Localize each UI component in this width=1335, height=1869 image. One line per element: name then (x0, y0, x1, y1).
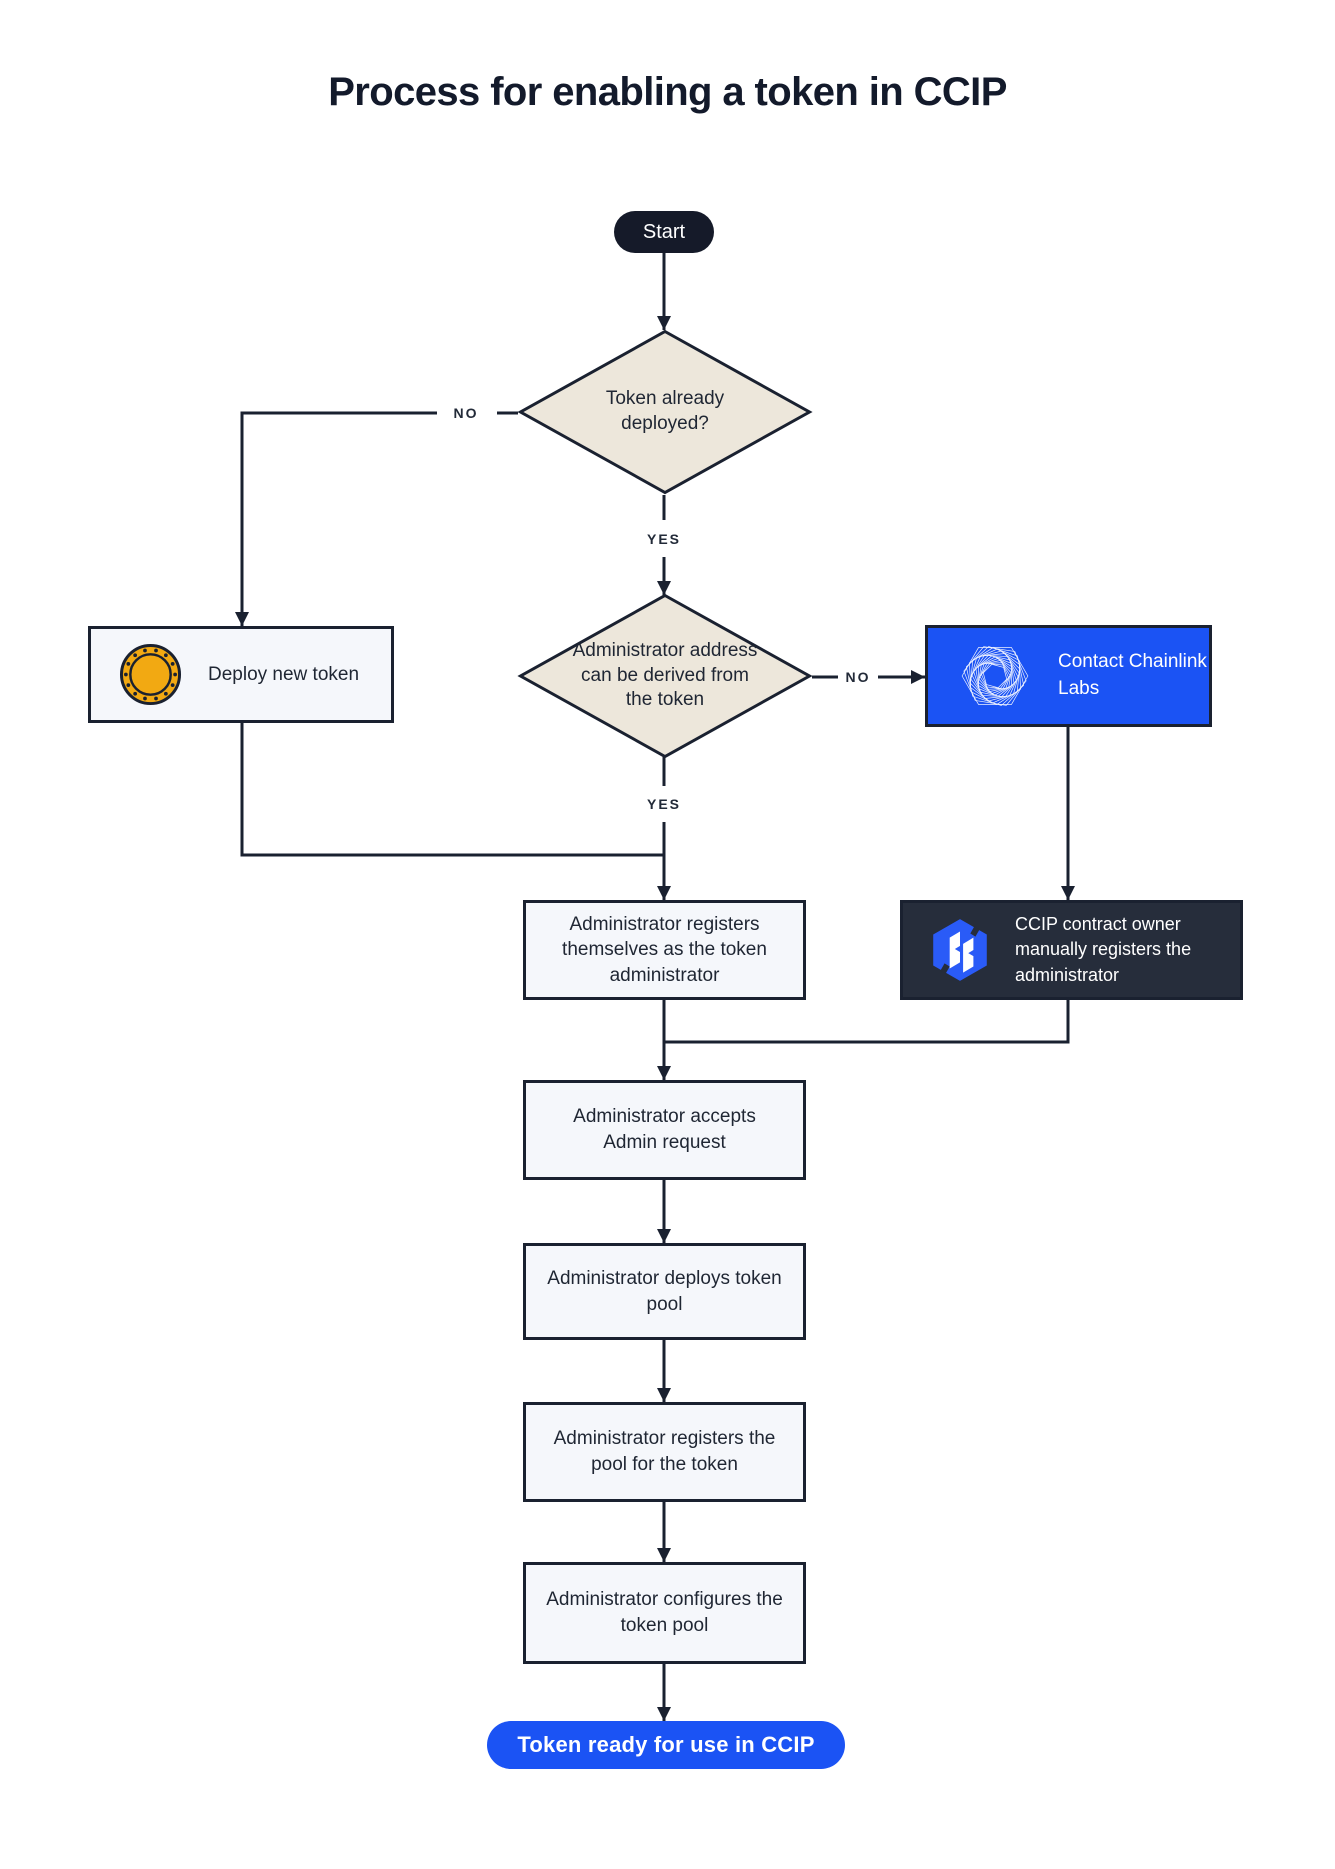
start-node: Start (614, 211, 714, 253)
deploy-new-token-label: Deploy new token (208, 663, 360, 685)
admin-accepts-node: Administrator accepts Admin request (523, 1080, 806, 1180)
contact-chainlink-node: Contact Chainlink Labs (925, 625, 1212, 727)
decision-admin-address-label: Administrator address can be derived fro… (572, 639, 758, 711)
chainlink-labs-icon (958, 639, 1032, 713)
ccip-logo-icon (929, 916, 991, 984)
ccip-owner-registers-node: CCIP contract owner manually registers t… (900, 900, 1243, 1000)
admin-registers-pool-node: Administrator registers the pool for the… (523, 1402, 806, 1502)
deploy-new-token-node: Deploy new token (88, 626, 394, 723)
admin-deploys-pool-node: Administrator deploys token pool (523, 1243, 806, 1340)
decision-token-deployed: Token already deployed? (517, 329, 813, 495)
edge-label-no-admin-address: NO (845, 669, 871, 685)
contact-chainlink-label: Contact Chainlink Labs (1058, 651, 1207, 699)
diamond-shape (517, 329, 813, 495)
diagram-title: Process for enabling a token in CCIP (328, 70, 1007, 114)
admin-accepts-label: Administrator accepts Admin request (573, 1106, 756, 1153)
admin-registers-pool-label: Administrator registers the pool for the… (553, 1428, 776, 1475)
ccip-owner-registers-label: CCIP contract owner manually registers t… (1015, 914, 1192, 985)
admin-configures-pool-node: Administrator configures the token pool (523, 1562, 806, 1664)
token-ready-label: Token ready for use in CCIP (517, 1732, 815, 1757)
start-label: Start (642, 220, 686, 243)
admin-deploys-pool-label: Administrator deploys token pool (547, 1267, 782, 1315)
edge-label-yes-token-deployed: YES (646, 531, 682, 547)
diamond-shape (517, 593, 813, 759)
admin-registers-self-node: Administrator registers themselves as th… (523, 900, 806, 1000)
admin-configures-pool-label: Administrator configures the token pool (546, 1589, 783, 1636)
token-ready-node: Token ready for use in CCIP (487, 1721, 845, 1769)
decision-admin-address: Administrator address can be derived fro… (517, 593, 813, 759)
decision-token-deployed-label: Token already deployed? (605, 388, 725, 434)
admin-registers-self-label: Administrator registers themselves as th… (562, 913, 767, 986)
token-coin-icon (119, 643, 182, 706)
edge-label-yes-admin-address: YES (646, 796, 682, 812)
edge-label-no-token-deployed: NO (453, 405, 479, 421)
